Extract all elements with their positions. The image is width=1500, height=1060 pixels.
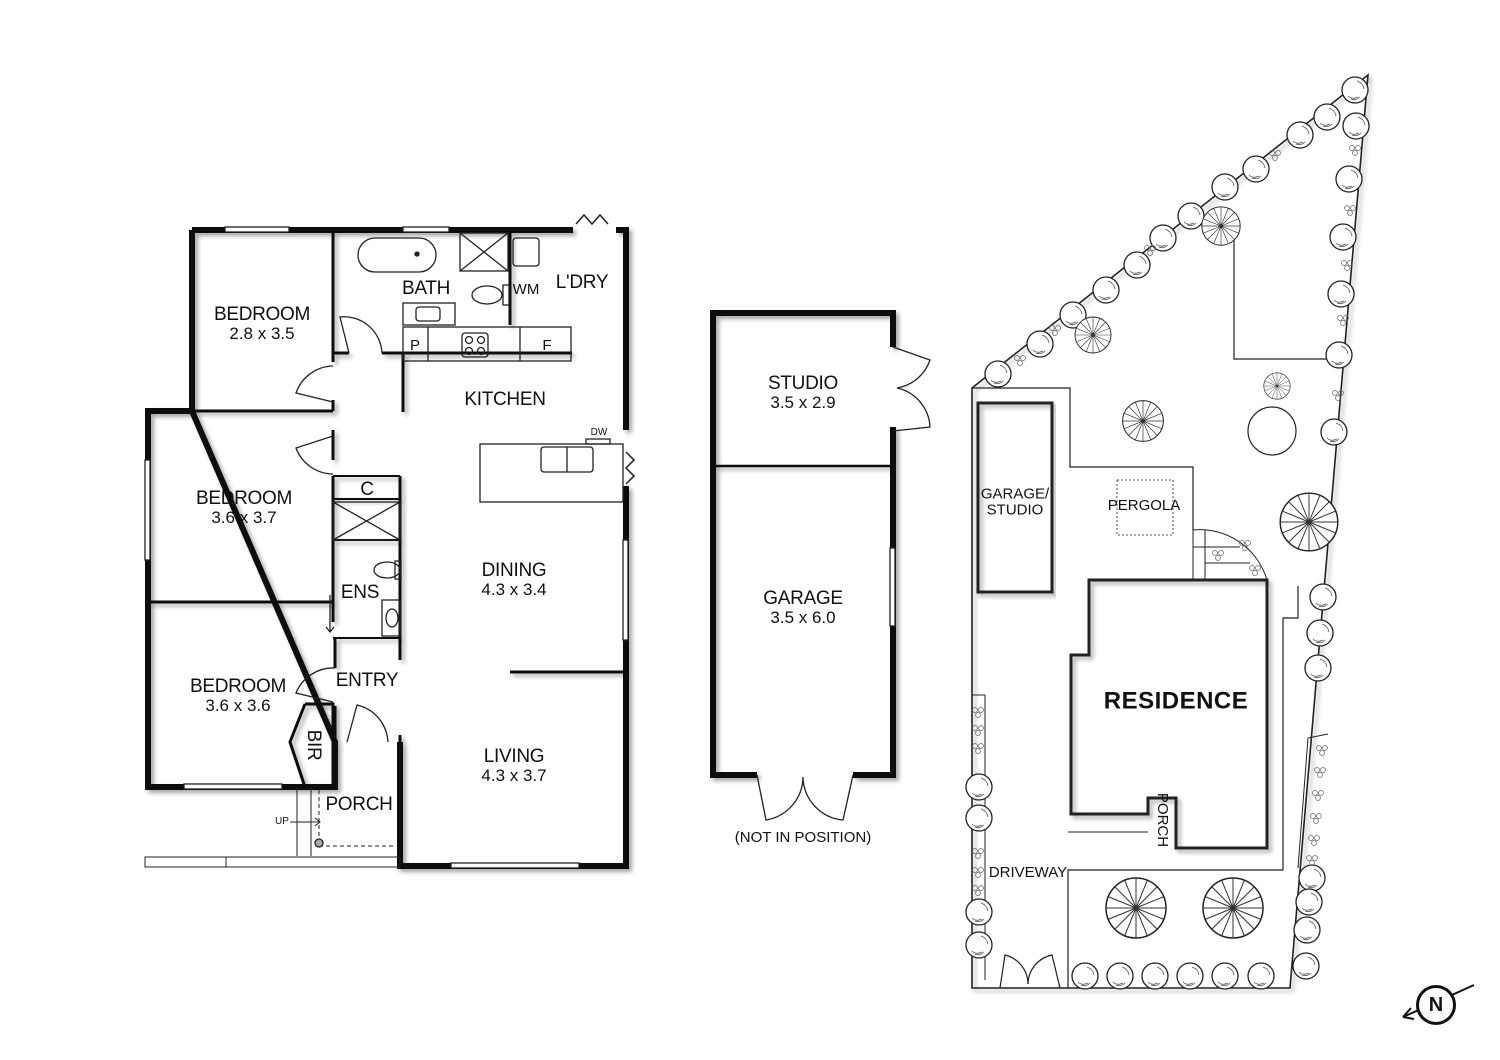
outbuilding-doors — [756, 346, 931, 821]
site-label-residence: RESIDENCE — [1103, 687, 1249, 715]
room-dimensions: 3.5 x 2.9 — [770, 393, 836, 413]
label-bath: BATH — [401, 278, 451, 300]
outbuilding-plan — [710, 310, 896, 778]
label-not-in-position: (NOT IN POSITION) — [734, 829, 872, 847]
room-name: BEDROOM — [213, 304, 311, 326]
house-outer-wall — [145, 227, 629, 869]
label-fridge: F — [542, 337, 552, 355]
room-dimensions: 3.6 x 3.7 — [211, 508, 277, 528]
room-name: DINING — [481, 560, 547, 582]
landscaping — [965, 76, 1370, 990]
site-label-pergola: PERGOLA — [1107, 497, 1181, 515]
room-dimensions: 4.3 x 3.4 — [481, 580, 547, 600]
house-fixtures — [144, 213, 636, 869]
label-dishwasher: DW — [590, 426, 608, 438]
room-dimensions: 2.8 x 3.5 — [229, 324, 295, 344]
label-kitchen: KITCHEN — [464, 389, 546, 411]
site-label-driveway: DRIVEWAY — [988, 864, 1068, 882]
room-dimensions: 4.3 x 3.7 — [481, 766, 547, 786]
label-entry: ENTRY — [335, 670, 399, 692]
label-cupboard: C — [360, 479, 374, 501]
room-name: STUDIO — [768, 373, 838, 395]
north-label: N — [1428, 993, 1444, 1016]
label-laundry: L'DRY — [555, 272, 609, 294]
site-label-porch: PORCH — [1153, 792, 1171, 848]
label-porch: PORCH — [325, 794, 393, 816]
label-pantry: P — [409, 337, 421, 355]
label-up: UP — [275, 815, 289, 827]
north-arrow-icon: N — [1416, 985, 1456, 1025]
label-wm: WM — [512, 281, 540, 299]
label-bir: BIR — [302, 729, 324, 761]
room-dimensions: 3.6 x 3.6 — [205, 696, 271, 716]
room-name: GARAGE — [763, 588, 843, 610]
room-dimensions: 3.5 x 6.0 — [770, 608, 836, 628]
site-label-garage-studio: GARAGE/ STUDIO — [980, 485, 1050, 518]
room-name: LIVING — [483, 746, 545, 768]
house-floor-plan — [145, 227, 629, 869]
room-name: BEDROOM — [195, 488, 293, 510]
label-ensuite: ENS — [340, 582, 380, 604]
residence-footprint — [1069, 578, 1269, 850]
room-name: BEDROOM — [189, 676, 287, 698]
